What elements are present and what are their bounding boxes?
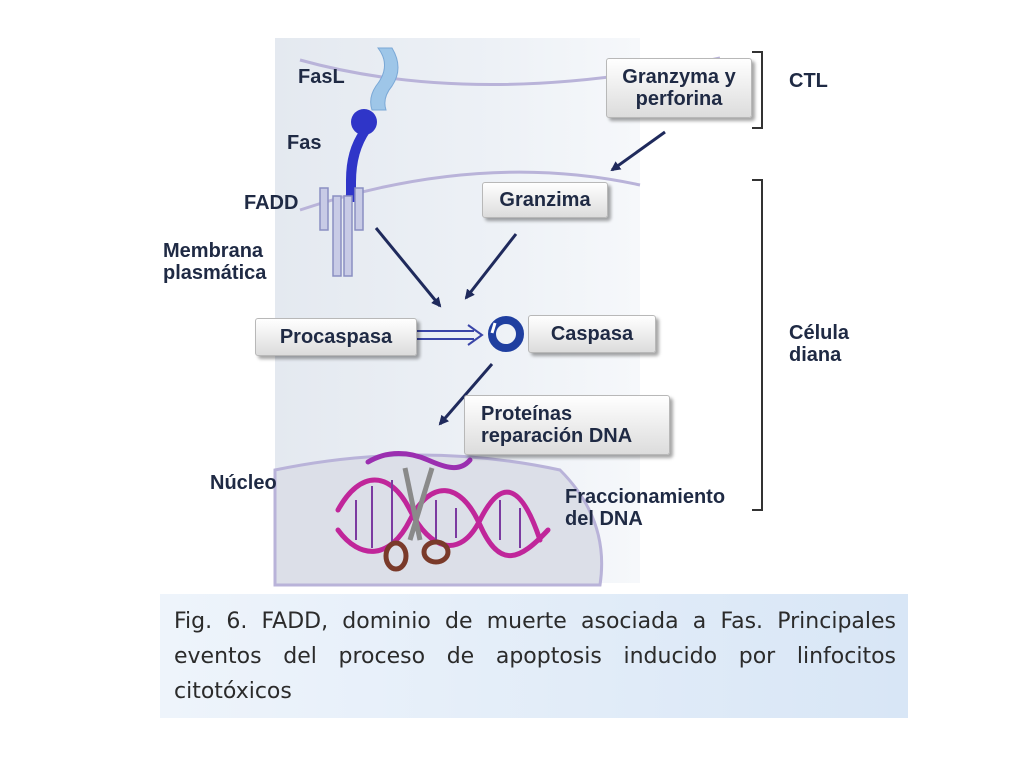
membrane-label-line2: plasmática <box>163 262 267 284</box>
fadd-complex <box>319 187 364 277</box>
target-cell-label-line2: diana <box>789 344 842 366</box>
figure-caption: Fig. 6. FADD, dominio de muerte asociada… <box>160 594 908 718</box>
dna-fragmentation-line1: Fraccionamiento <box>565 486 726 508</box>
fasl-ligand <box>370 47 399 111</box>
conversion-double-arrow <box>416 324 484 346</box>
procaspase-box-label: Procaspasa <box>279 326 393 348</box>
procaspase-box: Procaspasa <box>255 318 417 356</box>
nucleus-label: Núcleo <box>210 472 277 494</box>
granzyme-box-label: Granzima <box>499 189 591 211</box>
arrow-fadd-to-caspase <box>374 227 442 308</box>
granzyme-box: Granzima <box>482 182 608 218</box>
caspase-box-label: Caspasa <box>550 323 634 345</box>
membrane-label: Membrana plasmática <box>163 240 266 284</box>
fadd-label: FADD <box>244 192 299 214</box>
nucleus-outline <box>273 453 604 587</box>
dna-repair-box: Proteínas reparación DNA <box>464 395 670 455</box>
membrane-label-line1: Membrana <box>163 240 264 262</box>
granzyme-perforin-line2: perforina <box>635 88 723 110</box>
granzyme-perforin-box: Granzyma y perforina <box>606 58 752 118</box>
dna-fragmentation-line2: del DNA <box>565 508 643 530</box>
fas-label: Fas <box>287 132 322 154</box>
caspase-ring-icon <box>488 316 524 352</box>
ctl-bracket <box>752 51 763 129</box>
fasl-label: FasL <box>298 66 345 88</box>
fas-receptor-head <box>351 109 377 135</box>
granzyme-perforin-line1: Granzyma y <box>622 66 736 88</box>
target-cell-label: Célula diana <box>789 322 849 366</box>
scissors-icon <box>383 467 451 572</box>
dna-rungs <box>355 480 521 548</box>
dna-repair-line1: Proteínas <box>481 403 573 425</box>
target-cell-label-line1: Célula <box>789 322 850 344</box>
arrow-granzyme-entry <box>610 130 666 172</box>
arrow-granzyme-to-caspase <box>464 233 518 300</box>
fas-receptor-stem <box>346 130 370 202</box>
arrow-caspase-to-nucleus <box>438 363 494 426</box>
ctl-label: CTL <box>789 70 828 92</box>
caspase-box: Caspasa <box>528 315 656 353</box>
target-cell-bracket <box>752 179 763 511</box>
dna-fragmentation-label: Fraccionamiento del DNA <box>565 486 725 530</box>
dna-repair-line2: reparación DNA <box>481 425 633 447</box>
